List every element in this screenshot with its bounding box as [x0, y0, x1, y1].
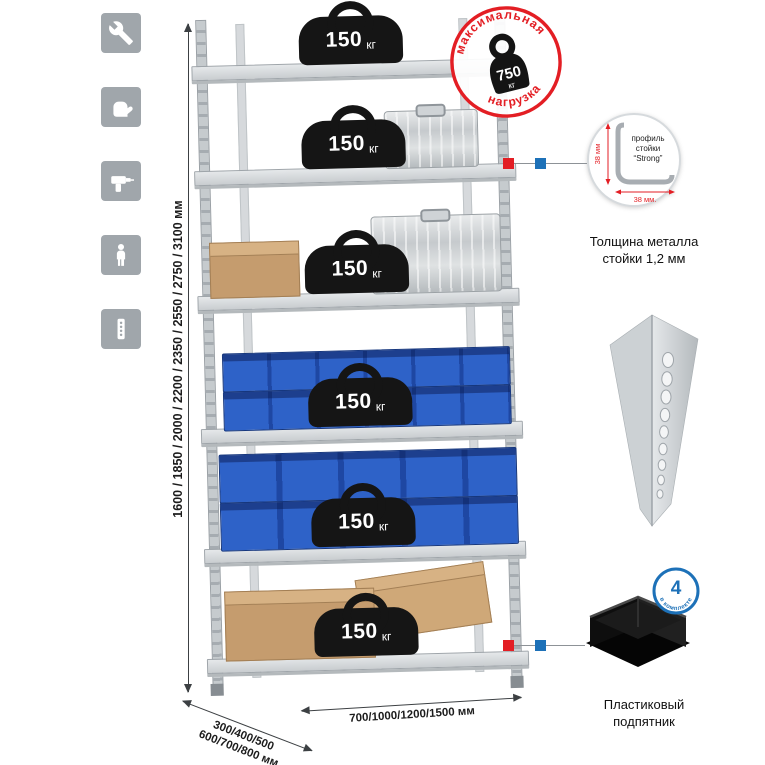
load-badge-6: 150 кг: [313, 606, 419, 658]
profile-detail-diagram: 38 мм 38 мм. профиль стойки “Strong”: [586, 112, 682, 208]
load-value: 150: [334, 389, 372, 414]
perforated-post-icon: [101, 309, 141, 349]
foot-caption-line1: Пластиковый: [603, 697, 685, 712]
person-icon: [101, 235, 141, 275]
load-badge-5: 150 кг: [310, 496, 416, 548]
wrench-icon: [101, 13, 141, 53]
cardboard-box: [208, 240, 301, 299]
load-unit: кг: [375, 398, 386, 414]
drill-icon: [101, 161, 141, 201]
profile-dim-vertical: 38 мм: [593, 144, 602, 165]
profile-dim-horizontal: 38 мм.: [634, 195, 657, 204]
stamp-kettlebell-body: [489, 53, 530, 94]
feature-icon-column: [101, 13, 141, 349]
foot-caption-line2: подпятник: [613, 713, 675, 729]
height-dimension-label: 1600 / 1850 / 2000 / 2200 / 2350 / 2550 …: [171, 200, 185, 518]
gloves-icon: [101, 87, 141, 127]
max-load-stamp: максимальная нагрузка 750 кг: [445, 0, 565, 121]
height-dimension-line: [184, 23, 192, 693]
load-value: 150: [325, 27, 363, 52]
callout-marker-blue: [535, 640, 546, 651]
profile-angle-drawing: [615, 122, 675, 185]
load-badge-1: 150 кг: [298, 14, 404, 66]
load-unit: кг: [372, 265, 383, 281]
load-unit: кг: [378, 518, 389, 534]
load-badge-4: 150 кг: [307, 376, 413, 428]
load-value: 150: [328, 131, 366, 156]
load-value: 150: [331, 256, 369, 281]
width-dimension: 700/1000/1200/1500 мм: [301, 697, 523, 729]
profile-caption: Толщина металла стойки 1,2 мм: [568, 234, 720, 268]
load-badge-2: 150 кг: [300, 118, 407, 170]
rack-foot-right: [510, 675, 524, 689]
stamp-unit: кг: [507, 79, 516, 90]
stamp-value: 750: [495, 64, 523, 85]
callout-line-foot: [507, 645, 585, 646]
rack-back-post-left: [235, 23, 262, 678]
load-value: 150: [337, 509, 376, 534]
foot-caption: Пластиковый подпятник: [568, 697, 720, 731]
rack-foot-left: [210, 683, 224, 696]
callout-line-profile: [507, 163, 587, 164]
profile-label-1: профиль: [631, 134, 664, 143]
upright-post-image: [598, 312, 704, 530]
depth-dimension: 300/400/500 600/700/800 мм: [171, 701, 312, 765]
load-unit: кг: [381, 628, 392, 643]
callout-marker-red: [503, 158, 514, 169]
rack-front-post-left: [195, 19, 224, 686]
profile-label-2: стойки: [636, 144, 660, 153]
load-value: 150: [340, 619, 378, 644]
plastic-foot-image: [584, 583, 692, 669]
load-badge-3: 150 кг: [304, 243, 410, 295]
callout-marker-blue: [535, 158, 546, 169]
load-unit: кг: [366, 36, 377, 52]
load-unit: кг: [368, 140, 379, 156]
width-dimension-label: 700/1000/1200/1500 мм: [348, 705, 476, 725]
profile-caption-line2: стойки 1,2 мм: [602, 250, 686, 266]
quantity-badge: 4 в комплекте: [651, 566, 701, 616]
profile-label-3: “Strong”: [634, 154, 663, 163]
quantity-value: 4: [671, 578, 682, 599]
profile-caption-line1: Толщина металла: [589, 234, 699, 249]
callout-marker-red: [503, 640, 514, 651]
